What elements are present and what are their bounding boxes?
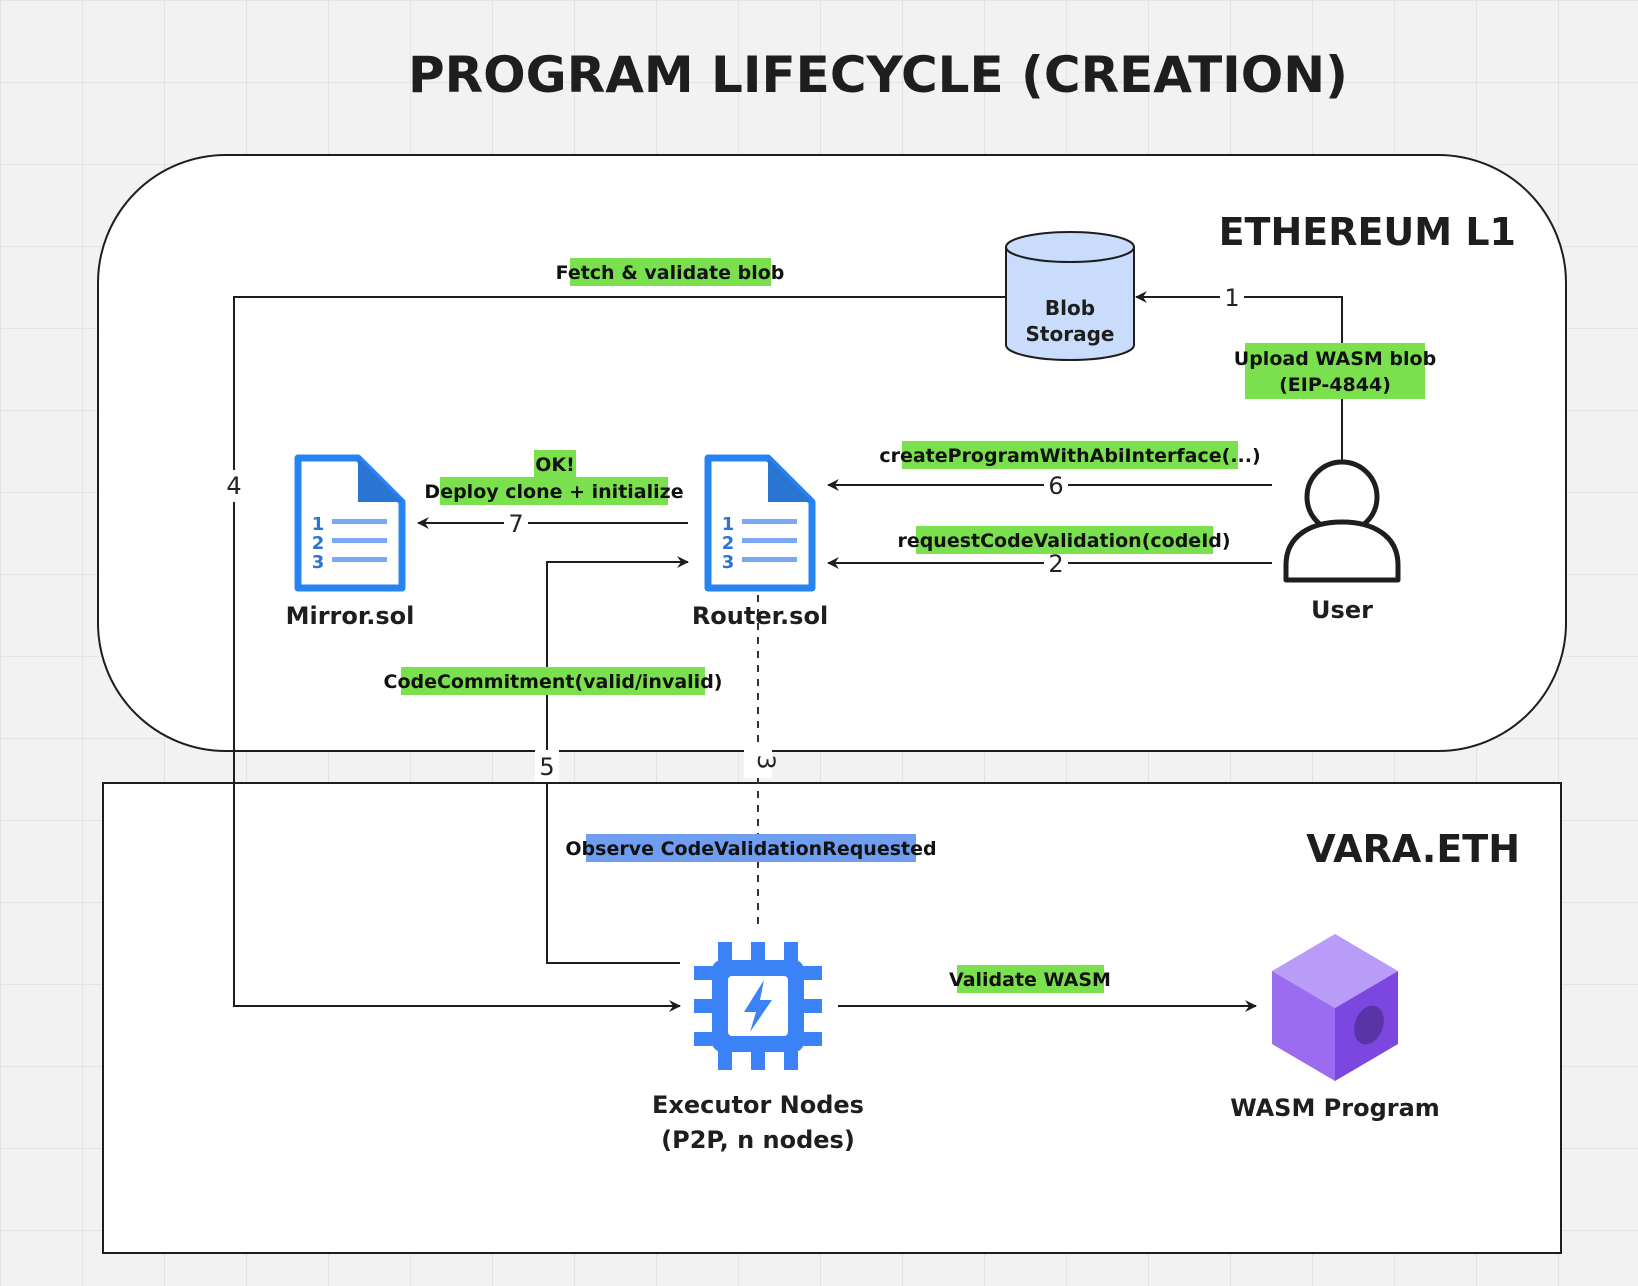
- label-highlight: [401, 667, 705, 695]
- edge-step-bg: [535, 750, 559, 782]
- edge-step-bg: [1220, 282, 1244, 314]
- document-list-icon: 1 2 3: [704, 454, 816, 592]
- edge-step-5: 5: [539, 753, 554, 781]
- edge-step-1: 1: [1224, 284, 1239, 312]
- blob-storage-label-line2: Storage: [1026, 322, 1115, 346]
- document-list-icon: 1 2 3: [294, 454, 406, 592]
- executor-label-line1: Executor Nodes: [652, 1091, 864, 1119]
- label-highlight: [916, 526, 1213, 554]
- svg-text:3: 3: [312, 552, 325, 573]
- edge-step-2: 2: [1048, 550, 1063, 578]
- edge-step-4: 4: [226, 472, 241, 500]
- edge-label-deploy-line1: OK!: [535, 454, 575, 476]
- label-highlight: [534, 450, 576, 478]
- cube-icon: [1272, 934, 1398, 1081]
- blob-storage-label-line1: Blob: [1045, 296, 1095, 320]
- edge-label-commitment: CodeCommitment(valid/invalid): [384, 671, 723, 693]
- processor-chip-icon: [694, 942, 822, 1070]
- edge-label-create-program: createProgramWithAbiInterface(...): [879, 445, 1260, 467]
- mirror-label: Mirror.sol: [286, 602, 415, 630]
- svg-text:1: 1: [312, 514, 325, 535]
- router-label: Router.sol: [692, 602, 828, 630]
- edge-label-upload-line1: Upload WASM blob: [1234, 348, 1436, 370]
- cylinder-top: [1005, 231, 1135, 263]
- router-node[interactable]: 1 2 3 Router.sol: [692, 454, 828, 630]
- edge-label-observe: Observe CodeValidationRequested: [565, 838, 936, 860]
- ethereum-zone: [97, 154, 1567, 752]
- label-highlight: [902, 441, 1238, 469]
- vara-zone-title: VARA.ETH: [1306, 827, 1520, 871]
- executor-node[interactable]: Executor Nodes (P2P, n nodes): [652, 942, 864, 1154]
- cylinder-icon: [1005, 246, 1135, 361]
- edge-step-bg: [222, 470, 246, 502]
- ethereum-zone-title: ETHEREUM L1: [1219, 210, 1516, 254]
- blob-storage-node[interactable]: Blob Storage: [1005, 231, 1135, 361]
- wasm-program-node[interactable]: WASM Program: [1230, 934, 1440, 1122]
- svg-text:3: 3: [722, 552, 735, 573]
- edge-step-bg: [1044, 469, 1068, 501]
- user-label: User: [1311, 596, 1373, 624]
- executor-label-line2: (P2P, n nodes): [661, 1126, 855, 1154]
- edge-step-bg: [504, 507, 528, 539]
- edge-step-7: 7: [508, 510, 523, 538]
- label-highlight-observe: [586, 834, 916, 862]
- edge-label-upload-line2: (EIP-4844): [1279, 374, 1391, 396]
- edge-label-validate-wasm: Validate WASM: [949, 969, 1111, 991]
- svg-text:1: 1: [722, 514, 735, 535]
- edge-step-6: 6: [1048, 472, 1063, 500]
- edge-upload-blob: [1135, 291, 1343, 460]
- mirror-node[interactable]: 1 2 3 Mirror.sol: [286, 454, 415, 630]
- edge-label-fetch: Fetch & validate blob: [556, 262, 785, 284]
- edge-label-deploy-line2: Deploy clone + initialize: [424, 481, 683, 503]
- edge-step-bg: [744, 744, 772, 778]
- edge-step-3: 3: [752, 754, 780, 769]
- label-highlight: [1245, 343, 1425, 399]
- edge-label-request-validation: requestCodeValidation(codeId): [897, 530, 1230, 552]
- wasm-program-label: WASM Program: [1230, 1094, 1440, 1122]
- edge-fetch-blob: [233, 296, 1006, 1012]
- svg-text:2: 2: [722, 533, 735, 554]
- page-title: PROGRAM LIFECYCLE (CREATION): [408, 46, 1348, 104]
- label-highlight: [440, 477, 668, 505]
- svg-text:2: 2: [312, 533, 325, 554]
- label-highlight: [957, 965, 1104, 993]
- user-icon: [1283, 459, 1401, 583]
- user-node[interactable]: User: [1283, 459, 1401, 624]
- label-highlight: [570, 258, 771, 286]
